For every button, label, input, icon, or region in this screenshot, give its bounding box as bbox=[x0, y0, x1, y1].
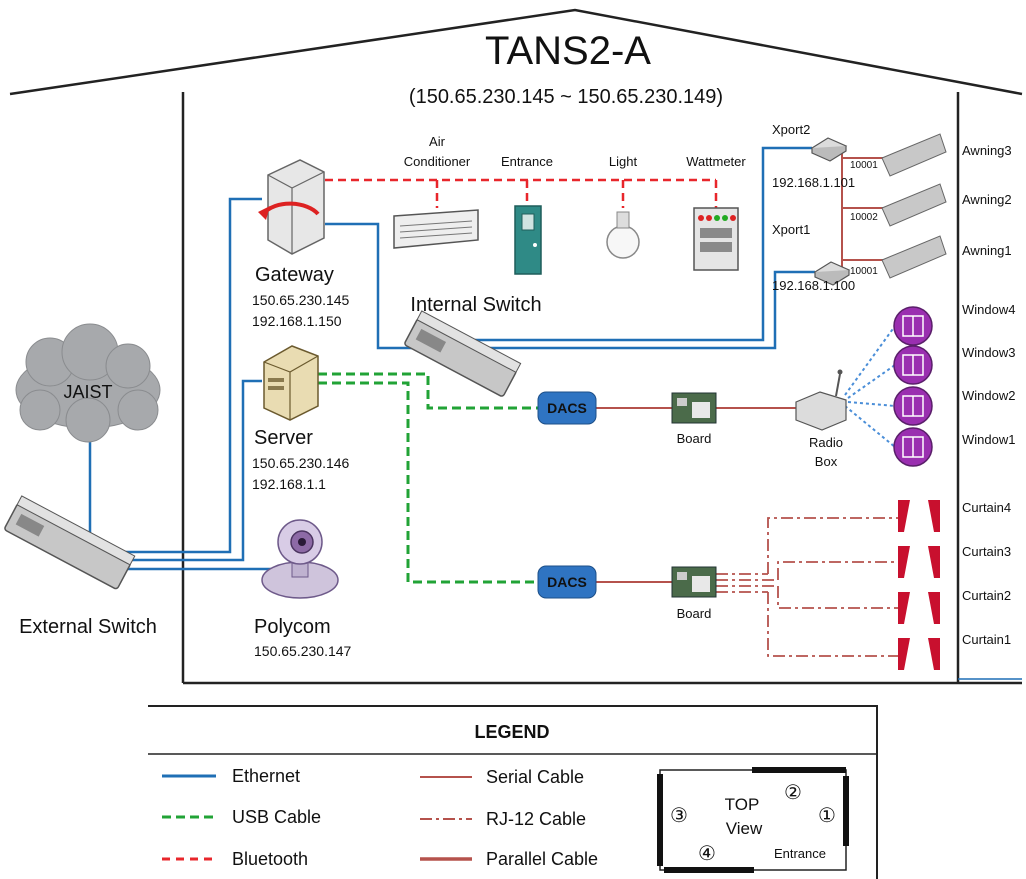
top-view-side3: ③ bbox=[670, 805, 688, 827]
window-icon bbox=[893, 306, 933, 467]
server-ip-public: 150.65.230.146 bbox=[252, 455, 350, 471]
ip-range: (150.65.230.145 ~ 150.65.230.149) bbox=[409, 86, 723, 108]
external-switch-icon bbox=[4, 495, 136, 590]
polycom-camera-icon bbox=[261, 519, 339, 599]
gateway-ip-private: 192.168.1.150 bbox=[252, 313, 342, 329]
xport1-port-b: 10001 bbox=[850, 266, 878, 277]
awning2-label: Awning2 bbox=[962, 192, 1012, 207]
usb-links bbox=[318, 372, 538, 584]
bluetooth-links bbox=[325, 178, 718, 208]
curtain3-label: Curtain3 bbox=[962, 544, 1011, 559]
top-view-side2: ② bbox=[784, 782, 802, 804]
dacs-bottom-label: DACS bbox=[547, 574, 587, 590]
entrance-label: Entrance bbox=[501, 154, 553, 169]
legend-ethernet-label: Ethernet bbox=[232, 766, 300, 786]
curtain1-label: Curtain1 bbox=[962, 632, 1011, 647]
curtain4-label: Curtain4 bbox=[962, 500, 1011, 515]
serial-links bbox=[596, 147, 884, 583]
diagram-title: TANS2-A bbox=[485, 29, 651, 73]
xport2-port: 10001 bbox=[850, 160, 878, 171]
xport1-icon bbox=[813, 261, 851, 286]
air-conditioner-label-line2: Conditioner bbox=[404, 154, 471, 169]
ethernet-links bbox=[88, 146, 815, 571]
awning-icon bbox=[881, 133, 947, 279]
house-outline bbox=[9, 8, 1023, 685]
awning1-label: Awning1 bbox=[962, 243, 1012, 258]
window2-label: Window2 bbox=[962, 388, 1015, 403]
top-view-side1: ① bbox=[818, 805, 836, 827]
xport2-ip: 192.168.1.101 bbox=[772, 175, 855, 190]
xport2-icon bbox=[810, 137, 848, 162]
top-view-side4: ④ bbox=[698, 843, 716, 865]
xport1-port-a: 10002 bbox=[850, 212, 878, 223]
xport2-label: Xport2 bbox=[772, 122, 810, 137]
top-view-diagram: TOP View Entrance ① ② ③ ④ bbox=[657, 767, 849, 873]
radio-box-icon bbox=[795, 369, 847, 431]
server-ip-private: 192.168.1.1 bbox=[252, 476, 326, 492]
curtain-icon bbox=[898, 500, 940, 670]
wattmeter-label: Wattmeter bbox=[686, 154, 746, 169]
entrance-door-icon bbox=[514, 205, 542, 275]
dacs-top-label: DACS bbox=[547, 400, 587, 416]
board-top-label: Board bbox=[677, 431, 712, 446]
window1-label: Window1 bbox=[962, 432, 1015, 447]
legend-serial-label: Serial Cable bbox=[486, 767, 584, 787]
top-view-label-line2: View bbox=[726, 819, 763, 838]
radio-box-label-line1: Radio bbox=[809, 435, 843, 450]
board-bottom-label: Board bbox=[677, 606, 712, 621]
internal-switch-icon bbox=[404, 310, 522, 397]
legend: LEGEND Ethernet USB Cable Bluetooth Seri… bbox=[148, 705, 878, 879]
window4-label: Window4 bbox=[962, 302, 1015, 317]
polycom-ip: 150.65.230.147 bbox=[254, 643, 352, 659]
top-view-label-line1: TOP bbox=[725, 795, 760, 814]
board-bottom-icon bbox=[671, 566, 717, 598]
external-switch-label: External Switch bbox=[19, 616, 157, 638]
xport1-ip: 192.168.1.100 bbox=[772, 278, 855, 293]
light-label: Light bbox=[609, 154, 638, 169]
air-conditioner-label-line1: Air bbox=[429, 134, 446, 149]
xport1-label: Xport1 bbox=[772, 222, 810, 237]
legend-usb-label: USB Cable bbox=[232, 807, 321, 827]
server-icon bbox=[263, 345, 319, 421]
top-view-entrance: Entrance bbox=[774, 846, 826, 861]
dacs-top: DACS bbox=[537, 391, 597, 425]
rj12-links bbox=[716, 517, 898, 657]
jaist-cloud: JAIST bbox=[15, 323, 161, 443]
gateway-ip-public: 150.65.230.145 bbox=[252, 292, 350, 308]
radio-signals bbox=[844, 325, 896, 448]
gateway-label: Gateway bbox=[255, 264, 334, 286]
curtain2-label: Curtain2 bbox=[962, 588, 1011, 603]
light-bulb-icon bbox=[606, 211, 640, 259]
internal-switch-label: Internal Switch bbox=[410, 294, 541, 316]
dacs-bottom: DACS bbox=[537, 565, 597, 599]
wattmeter-icon bbox=[693, 207, 739, 271]
gateway-icon bbox=[258, 159, 325, 255]
legend-rj12-label: RJ-12 Cable bbox=[486, 809, 586, 829]
legend-parallel-label: Parallel Cable bbox=[486, 849, 598, 869]
legend-title: LEGEND bbox=[474, 722, 549, 742]
radio-box-label-line2: Box bbox=[815, 454, 838, 469]
awning3-label: Awning3 bbox=[962, 143, 1012, 158]
server-label: Server bbox=[254, 427, 313, 449]
window3-label: Window3 bbox=[962, 345, 1015, 360]
air-conditioner-icon bbox=[393, 209, 479, 249]
polycom-label: Polycom bbox=[254, 616, 331, 638]
jaist-label: JAIST bbox=[63, 382, 112, 402]
legend-bluetooth-label: Bluetooth bbox=[232, 849, 308, 869]
board-top-icon bbox=[671, 392, 717, 424]
